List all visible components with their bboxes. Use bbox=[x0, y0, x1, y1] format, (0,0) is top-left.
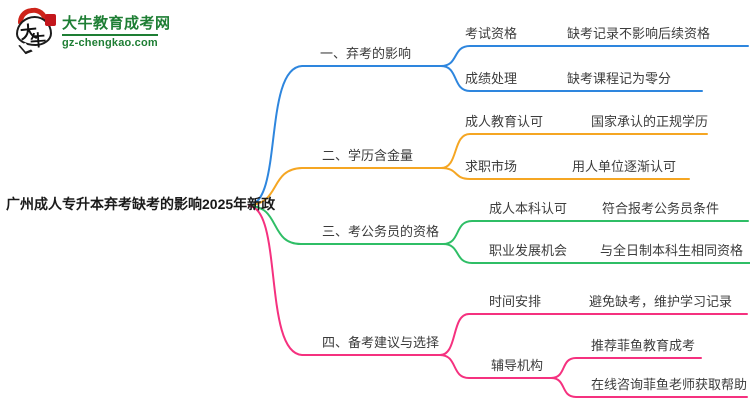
branch-1-child-1-connector bbox=[440, 45, 749, 67]
branch-1-child-2-label: 成绩处理 bbox=[465, 71, 518, 86]
brand-divider bbox=[62, 34, 158, 36]
branch-4-child-2-label: 辅导机构 bbox=[491, 358, 544, 373]
brand-block: 大牛教育成考网 gz-chengkao.com bbox=[62, 8, 171, 49]
branch-1-child-2-connector bbox=[440, 65, 703, 92]
branch-2-child-1-connector bbox=[440, 133, 708, 169]
branch-3-label: 三、考公务员的资格 bbox=[322, 224, 440, 239]
root-node: 广州成人专升本弃考缺考的影响2025年新政 bbox=[6, 196, 276, 212]
branch-4-grandchild-2-connector bbox=[550, 377, 748, 398]
branch-4-child-2-leaf-2: 在线咨询菲鱼老师获取帮助 bbox=[591, 377, 748, 392]
branch-2-child-2-connector bbox=[440, 167, 690, 180]
branch-3-child-1-leaf: 符合报考公务员条件 bbox=[602, 201, 720, 216]
branch-3-child-2-leaf: 与全日制本科生相同资格 bbox=[600, 243, 744, 258]
branch-2-child-1-label: 成人教育认可 bbox=[465, 114, 544, 129]
branch-4-child-2-connector bbox=[439, 354, 552, 379]
branch-4-child-1-leaf: 避免缺考，维护学习记录 bbox=[589, 294, 733, 309]
branch-4-label: 四、备考建议与选择 bbox=[322, 335, 440, 350]
branch-3-connector bbox=[248, 205, 444, 246]
branch-4-child-2-leaf-1: 推荐菲鱼教育成考 bbox=[591, 338, 696, 353]
branch-4-grandchild-1-connector bbox=[550, 357, 702, 379]
site-domain: gz-chengkao.com bbox=[62, 37, 158, 49]
branch-3-child-1-label: 成人本科认可 bbox=[489, 201, 568, 216]
site-logo-icon: 大 牛 bbox=[14, 5, 56, 55]
branch-3-child-2-connector bbox=[442, 243, 750, 264]
branch-3-child-1-connector bbox=[442, 220, 749, 245]
branch-2-connector bbox=[248, 167, 442, 206]
branch-3-child-2-label: 职业发展机会 bbox=[489, 243, 568, 258]
branch-4-child-1-label: 时间安排 bbox=[489, 294, 542, 309]
branch-4-child-1-connector bbox=[439, 313, 748, 356]
branch-1-child-1-label: 考试资格 bbox=[465, 26, 518, 41]
branch-1-label: 一、弃考的影响 bbox=[320, 46, 412, 61]
branch-1-child-2-leaf: 缺考课程记为零分 bbox=[567, 71, 672, 86]
branch-2-child-1-leaf: 国家承认的正规学历 bbox=[591, 114, 709, 129]
branch-1-child-1-leaf: 缺考记录不影响后续资格 bbox=[567, 26, 711, 41]
branch-1-connector bbox=[248, 65, 442, 206]
site-header: 大 牛 大牛教育成考网 gz-chengkao.com bbox=[14, 5, 171, 55]
logo-seal-icon bbox=[45, 14, 56, 26]
branch-4-connector bbox=[248, 205, 441, 356]
branch-2-child-2-label: 求职市场 bbox=[465, 159, 518, 174]
site-name: 大牛教育成考网 bbox=[62, 15, 171, 32]
branch-2-label: 二、学历含金量 bbox=[322, 148, 414, 163]
branch-2-child-2-leaf: 用人单位逐渐认可 bbox=[572, 159, 677, 174]
